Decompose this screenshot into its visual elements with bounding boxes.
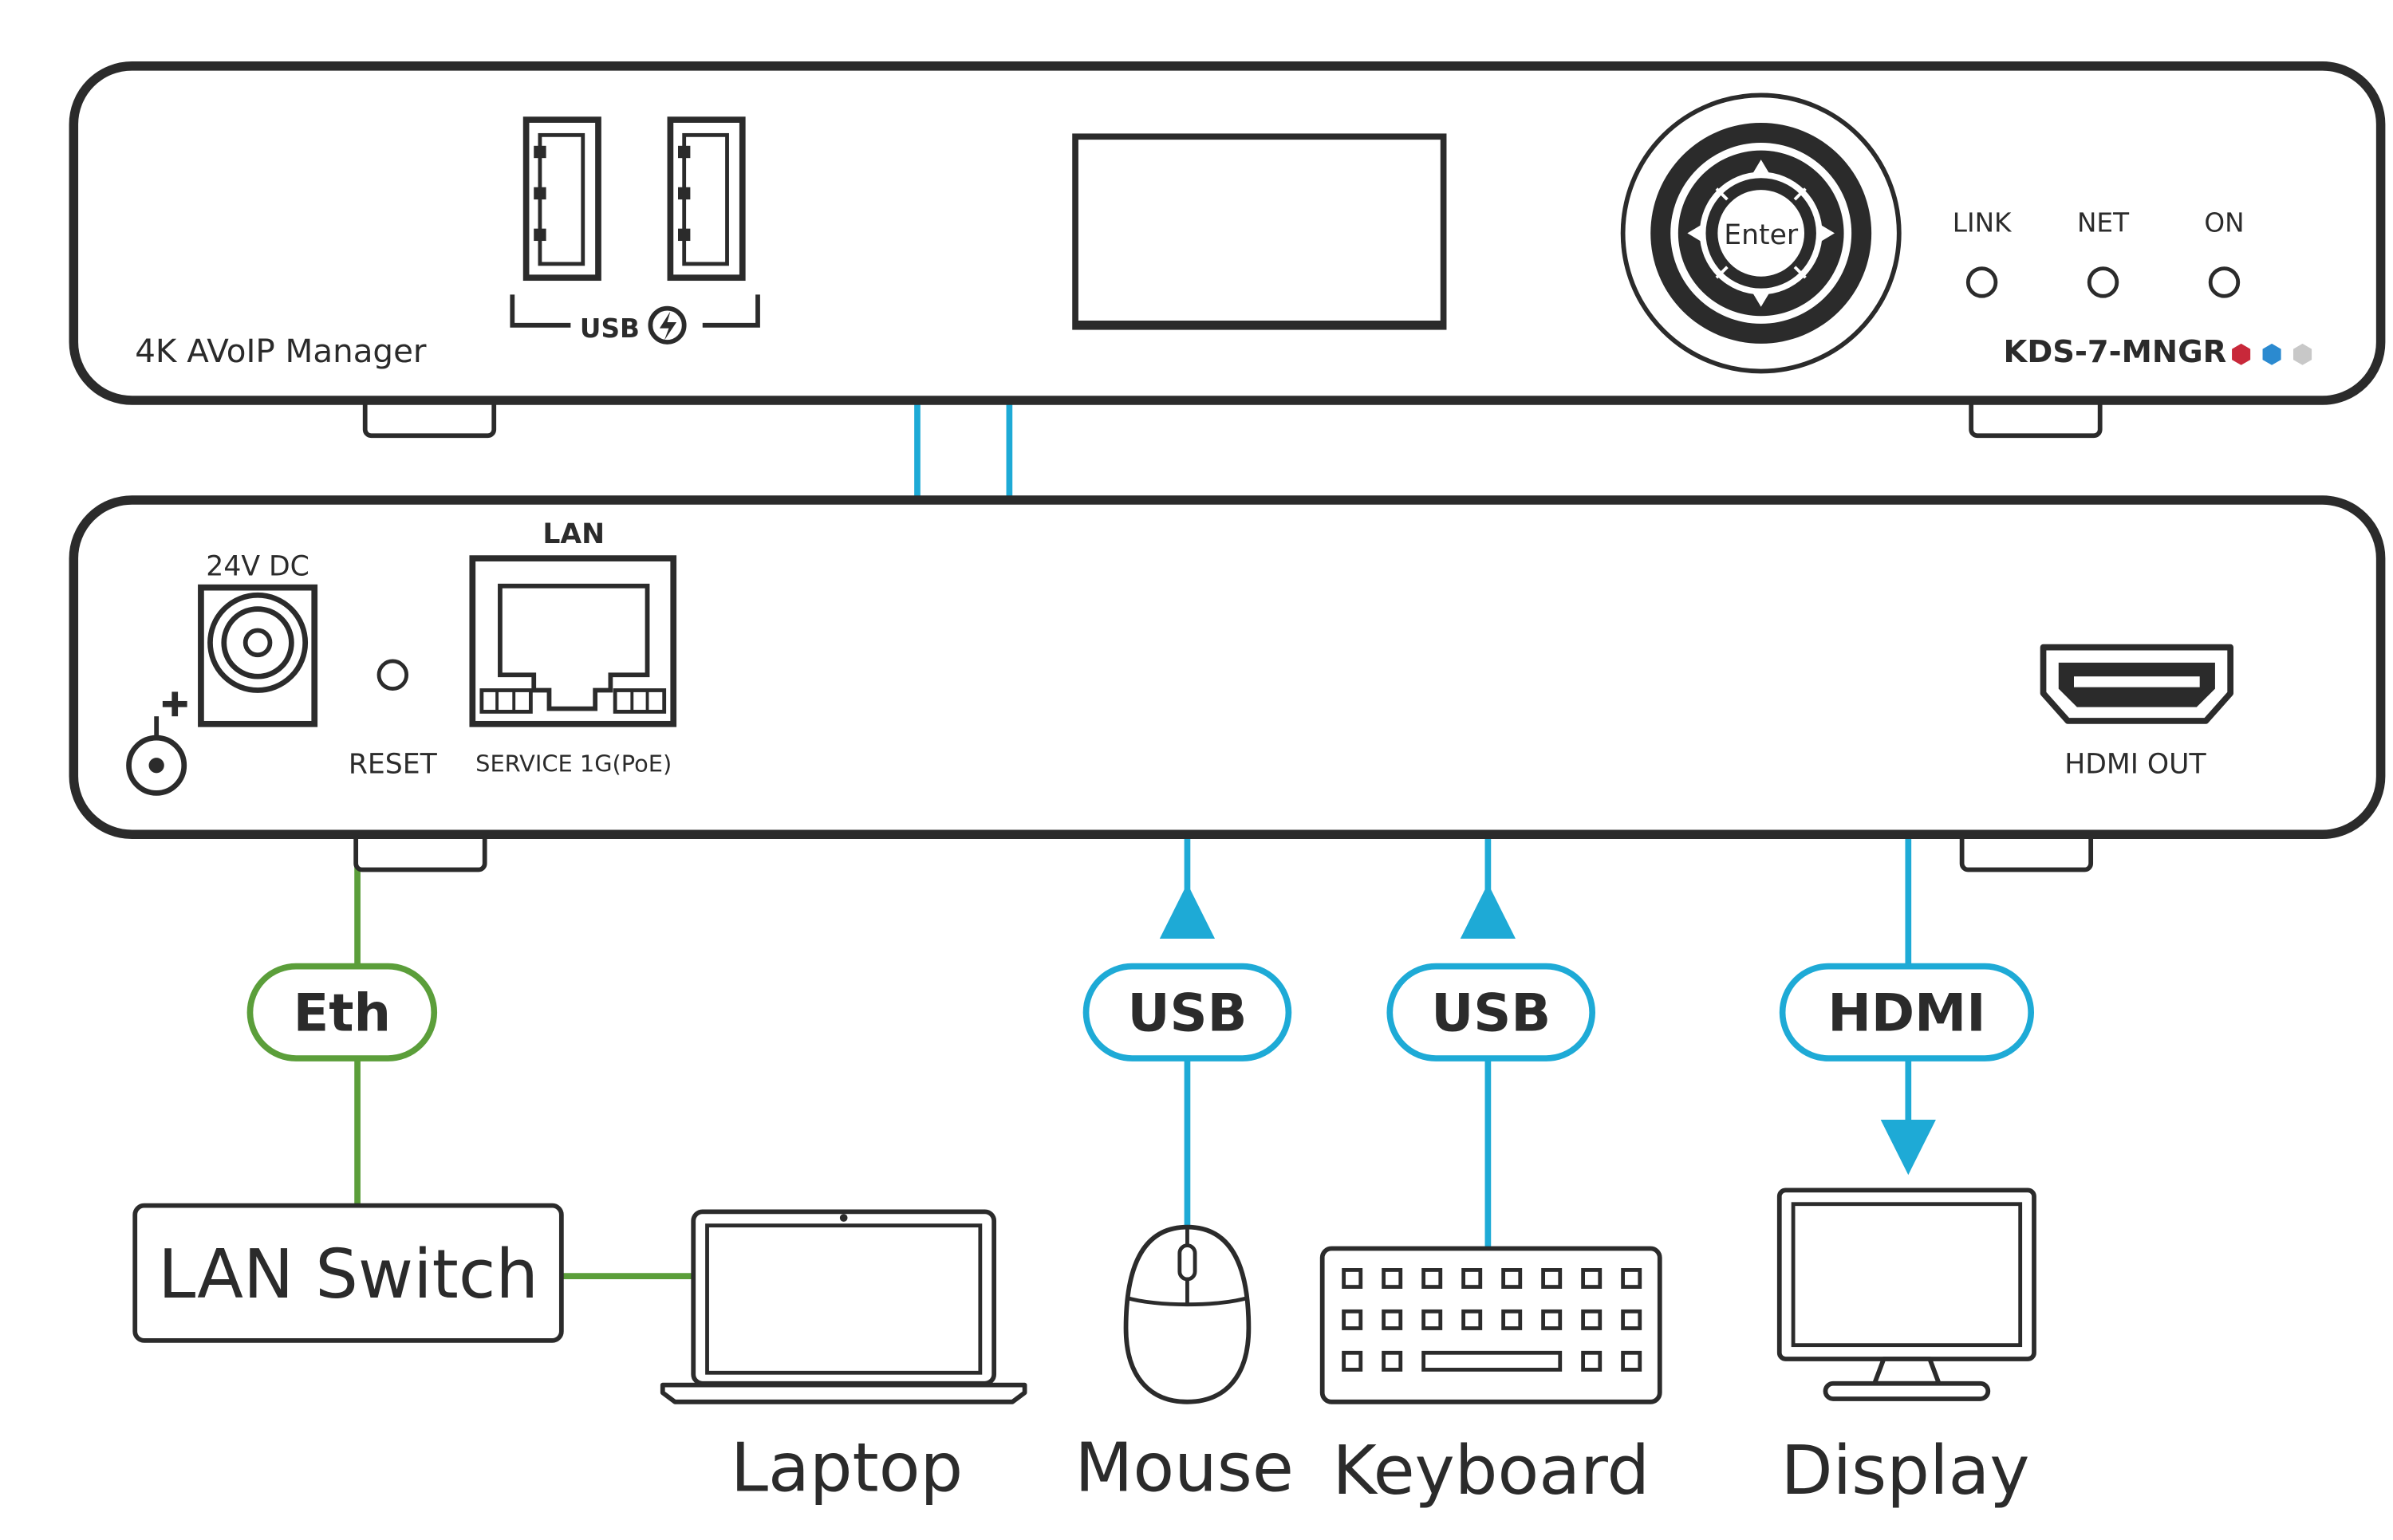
polarity-icon	[126, 691, 187, 796]
mouse-icon	[1123, 1224, 1252, 1404]
led-on-icon	[2208, 266, 2241, 298]
lan-switch: LAN Switch	[132, 1203, 564, 1343]
mouse-label: Mouse	[1074, 1428, 1294, 1507]
model-number: KDS-7-MNGR	[2004, 334, 2227, 370]
eth-pill: Eth	[246, 963, 438, 1061]
reset-label: RESET	[349, 748, 438, 780]
arrow-left-icon[interactable]	[1687, 223, 1703, 242]
usb-port-icon[interactable]	[667, 116, 746, 282]
dc-power-jack-icon[interactable]	[198, 584, 318, 727]
arrow-down-icon[interactable]	[1752, 291, 1771, 307]
led-label-on: ON	[2204, 208, 2244, 238]
lan-label: LAN	[542, 518, 605, 550]
arrow-right-icon[interactable]	[1819, 223, 1835, 242]
power-label: 24V DC	[206, 550, 309, 582]
brand-hexagons-icon	[2232, 343, 2312, 365]
reset-button-icon[interactable]	[376, 659, 409, 691]
usb-keyboard-pill: USB	[1386, 963, 1595, 1061]
usb-arrow-mouse	[1159, 883, 1216, 939]
usb-mouse-pill: USB	[1082, 963, 1292, 1061]
led-label-link: LINK	[1953, 208, 2013, 238]
lcd-display-icon	[1072, 133, 1447, 330]
usb-arrow-keyboard	[1460, 883, 1516, 939]
usb-port-icon[interactable]	[522, 116, 601, 282]
hdmi-pill: HDMI	[1779, 963, 2034, 1061]
usb-group-bracket	[510, 294, 760, 328]
model-label: 4K AVoIP Manager	[135, 333, 427, 370]
rj45-port-icon[interactable]	[469, 555, 677, 727]
led-net-icon	[2087, 266, 2119, 298]
navigation-dial-icon[interactable]: Enter	[1620, 93, 1902, 374]
usb-charge-icon	[648, 305, 687, 345]
arrow-up-icon[interactable]	[1752, 160, 1771, 175]
front-panel: USB Enter	[69, 61, 2386, 439]
hdmi-out-label: HDMI OUT	[2064, 748, 2206, 780]
devices: LAN Switch Laptop Mouse	[132, 1187, 2036, 1510]
laptop-icon	[660, 1209, 1027, 1404]
keyboard-label: Keyboard	[1332, 1431, 1650, 1510]
usb-mouse-pill-label: USB	[1127, 983, 1247, 1043]
connection-labels: Eth USB USB HDMI	[246, 963, 2034, 1061]
hdmi-pill-label: HDMI	[1827, 983, 1985, 1043]
rear-panel: 24V DC RESET LAN SERVI	[69, 495, 2386, 872]
usb-keyboard-pill-label: USB	[1431, 983, 1551, 1043]
display-icon	[1776, 1187, 2036, 1401]
rear-panel-body	[69, 495, 2386, 840]
lan-switch-label: LAN Switch	[158, 1235, 538, 1314]
led-link-icon	[1965, 266, 1998, 298]
eth-pill-label: Eth	[294, 983, 391, 1043]
lan-port-label: SERVICE 1G(PoE)	[475, 750, 672, 777]
keyboard-icon	[1319, 1246, 1662, 1404]
led-label-net: NET	[2077, 208, 2130, 238]
laptop-label: Laptop	[731, 1428, 963, 1507]
display-label: Display	[1781, 1431, 2030, 1510]
hdmi-port-icon[interactable]	[2040, 644, 2233, 724]
hdmi-arrow-display	[1880, 1119, 1936, 1176]
usb-group-label: USB	[580, 313, 640, 344]
enter-button-label: Enter	[1724, 219, 1799, 251]
